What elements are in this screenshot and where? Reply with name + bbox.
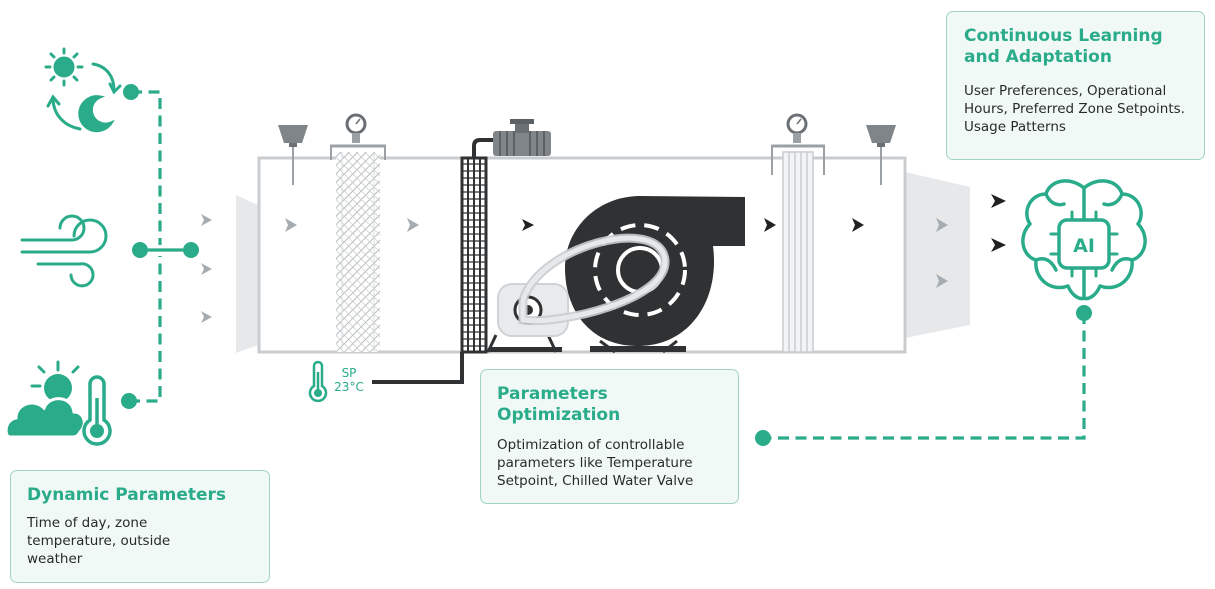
connector-time-of-day (131, 90, 162, 245)
dynamic-parameters-card: Dynamic Parameters Time of day, zone tem… (10, 470, 270, 583)
dynamic-parameters-body: Time of day, zone temperature, outside w… (27, 515, 171, 567)
air-inlet-hood (236, 195, 258, 353)
connector-ai-feedback (763, 313, 1086, 440)
ai-brain-icon (1021, 179, 1147, 301)
damper-actuator-inlet (278, 125, 308, 185)
continuous-learning-card: Continuous Learning and Adaptation User … (946, 11, 1205, 160)
coil-cross-bars (462, 163, 486, 347)
dashed-connector-lines (129, 90, 1086, 440)
airflow-arrow-icon (285, 218, 297, 232)
node-merge (183, 242, 199, 258)
pre-filter (330, 113, 386, 352)
node-optimization-input (755, 430, 771, 446)
setpoint-value: 23°C (334, 380, 364, 394)
thermometer-icon (82, 375, 112, 446)
airflow-arrow-icon (201, 263, 212, 275)
parameters-optimization-card: Parameters Optimization Optimization of … (480, 369, 739, 504)
airflow-arrow-icon (991, 238, 1006, 252)
airflow-arrow-icon (852, 218, 864, 232)
setpoint-thermometer-icon (308, 360, 328, 403)
sun-moon-cycle-icon (44, 47, 122, 133)
airflow-arrow-icon (522, 219, 534, 231)
centrifugal-fan (518, 196, 745, 354)
airflow-arrow-icon (991, 194, 1006, 208)
dynamic-parameters-title: Dynamic Parameters (27, 485, 227, 505)
damper-actuator-outlet (866, 125, 896, 185)
setpoint-signal-wire (372, 352, 464, 384)
connector-nodes (121, 84, 1092, 446)
wind-icon (20, 214, 108, 288)
node-weather (121, 393, 137, 409)
airflow-arrows-grey (201, 214, 948, 323)
setpoint-sp-label: SP (341, 366, 357, 380)
airflow-arrow-icon (201, 214, 212, 226)
airflow-arrow-icon (936, 218, 948, 232)
node-time-of-day (123, 84, 139, 100)
sun-cloud-thermometer-icon (4, 360, 112, 446)
setpoint-label: SP 23°C (331, 366, 367, 394)
parameters-optimization-title: Parameters Optimization (497, 384, 621, 425)
chilled-water-valve-icon (472, 119, 551, 158)
node-wind (132, 242, 148, 258)
continuous-learning-title: Continuous Learning and Adaptation (964, 26, 1163, 67)
airflow-arrows-dark (522, 194, 1006, 252)
continuous-learning-body: User Preferences, Operational Hours, Pre… (964, 83, 1185, 135)
ai-badge-label: AI (1073, 235, 1095, 257)
final-filter (771, 113, 825, 353)
node-ai-output (1076, 305, 1092, 321)
airflow-arrow-icon (764, 218, 776, 232)
air-outlet-hood (905, 172, 970, 338)
airflow-arrow-icon (201, 311, 212, 323)
connector-weather (129, 256, 162, 403)
airflow-arrow-icon (407, 218, 419, 232)
airflow-arrow-icon (936, 274, 948, 288)
parameters-optimization-body: Optimization of controllable parameters … (497, 437, 694, 489)
